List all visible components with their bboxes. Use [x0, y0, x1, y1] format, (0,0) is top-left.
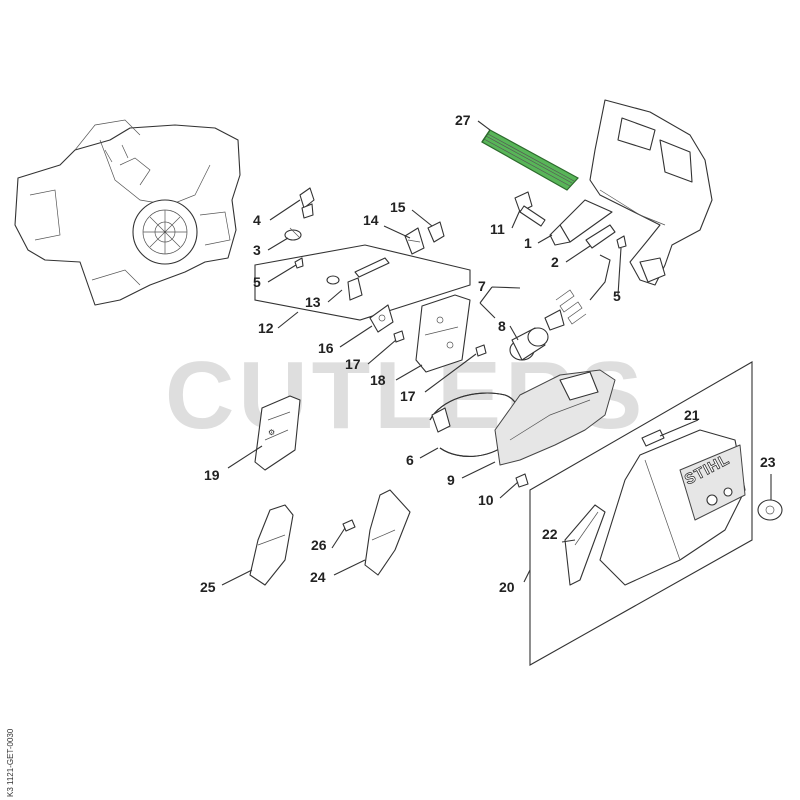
part-18-drawing	[415, 294, 471, 373]
callout-25[interactable]: 25	[200, 579, 216, 595]
callout-20[interactable]: 20	[499, 579, 515, 595]
callout-12[interactable]: 12	[258, 320, 274, 336]
part-5a-drawing	[294, 257, 304, 269]
callout-3[interactable]: 3	[253, 242, 261, 258]
part-17b-drawing	[475, 344, 487, 357]
callout-19[interactable]: 19	[204, 467, 220, 483]
part-3-drawing	[284, 227, 302, 241]
drawing-code: 1121-GET-0030	[6, 728, 15, 785]
callout-16[interactable]: 16	[318, 340, 334, 356]
callout-6[interactable]: 6	[406, 452, 414, 468]
part-25-drawing	[249, 504, 294, 586]
part-20-box	[529, 361, 753, 666]
part-14-drawing	[404, 227, 425, 255]
part-9-drawing	[494, 369, 616, 466]
part-2-drawing	[585, 224, 616, 249]
callout-7[interactable]: 7	[478, 278, 486, 294]
part-21-drawing	[641, 429, 665, 447]
part-19-drawing: ⚙	[254, 395, 301, 471]
callout-2[interactable]: 2	[551, 254, 559, 270]
part-17a-drawing	[393, 330, 405, 343]
part-11-drawing	[514, 191, 546, 227]
hand-guard-drawing	[549, 99, 713, 286]
part-27-highlighted[interactable]	[481, 129, 579, 191]
callout-5a[interactable]: 5	[253, 274, 261, 290]
part-22-drawing	[564, 504, 606, 586]
callout-21[interactable]: 21	[684, 407, 700, 423]
callout-26[interactable]: 26	[311, 537, 327, 553]
callout-5b[interactable]: 5	[613, 288, 621, 304]
callout-27[interactable]: 27	[455, 112, 471, 128]
callout-17b[interactable]: 17	[400, 388, 416, 404]
callout-4[interactable]: 4	[253, 212, 261, 228]
callout-11[interactable]: 11	[490, 221, 505, 237]
part-24-drawing	[364, 489, 411, 576]
part-5b-drawing	[616, 235, 627, 249]
callout-8[interactable]: 8	[498, 318, 506, 334]
drawing-code-suffix: K3	[6, 787, 15, 797]
callout-1[interactable]: 1	[524, 235, 532, 251]
callout-17a[interactable]: 17	[345, 356, 361, 372]
part-12-assembly-drawing	[254, 244, 471, 321]
callout-10[interactable]: 10	[478, 492, 494, 508]
part-19-marking-icon: ⚙	[268, 428, 275, 437]
callout-24[interactable]: 24	[310, 569, 326, 585]
part-23-drawing	[757, 499, 783, 521]
part-10-drawing	[515, 473, 529, 488]
part-8-drawing	[509, 327, 549, 361]
part-20-drawing: STIHL	[599, 429, 746, 586]
callout-22[interactable]: 22	[542, 526, 558, 542]
callout-14[interactable]: 14	[363, 212, 379, 228]
part-26-drawing	[342, 519, 356, 532]
part-4-drawing	[299, 187, 315, 219]
callout-23[interactable]: 23	[760, 454, 776, 470]
part-7-drawing	[544, 254, 611, 331]
part-16-drawing	[369, 304, 394, 333]
leader-lines	[221, 120, 772, 586]
part-15-drawing	[427, 221, 445, 243]
callout-9[interactable]: 9	[447, 472, 455, 488]
callout-18[interactable]: 18	[370, 372, 386, 388]
callout-numbers: 27 4 3 5 13 12 14 15 16 17 18 17 11 1 2 …	[200, 112, 776, 595]
engine-housing-drawing	[14, 119, 241, 306]
callout-15[interactable]: 15	[390, 199, 406, 215]
callout-13[interactable]: 13	[305, 294, 321, 310]
